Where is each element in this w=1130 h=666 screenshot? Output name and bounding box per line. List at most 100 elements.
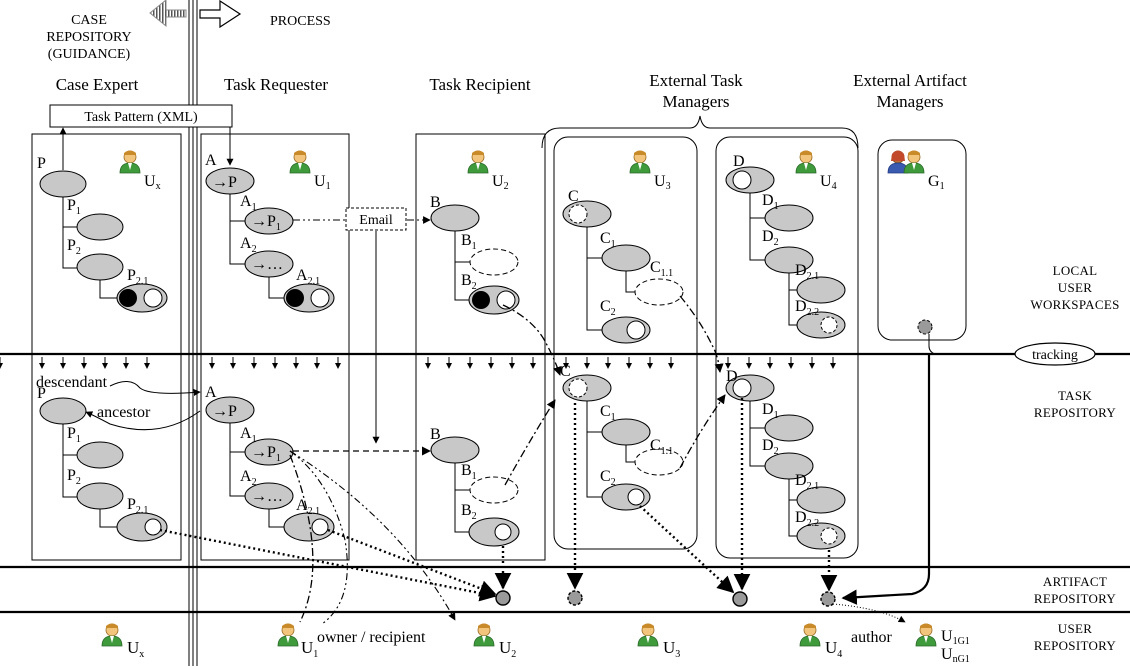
external-task-manager-u4-box — [715, 136, 859, 559]
column-task-requester: Task Requester — [224, 75, 328, 94]
user-u2-repo-label: U2 — [499, 638, 516, 660]
node-p — [39, 170, 87, 198]
user-u2-local-label: U2 — [492, 173, 509, 192]
ext-artifact-tracking-line — [928, 334, 936, 355]
ext-task-manager-u3-local-tree: C C1 C1.1 C2 — [562, 188, 684, 344]
owner-recipient-label: owner / recipient — [317, 629, 426, 646]
svg-text:P1: P1 — [67, 197, 81, 217]
svg-text:C1: C1 — [600, 403, 616, 423]
svg-text:C1: C1 — [600, 230, 616, 250]
guidance-arrow-icon — [149, 0, 187, 28]
user-u1-local-avatar — [289, 150, 311, 174]
artifact-repo-item-1 — [495, 590, 511, 606]
task-recipient-local-tree: B B1 B2 — [430, 194, 520, 315]
label-p2-sub: 2 — [76, 246, 81, 257]
artifact-checked-out-icon — [119, 289, 137, 307]
label-p21-sub: 2.1 — [136, 276, 149, 287]
ancestor-arrow — [85, 410, 201, 431]
descendant-label: descendant — [36, 374, 108, 391]
user-u4-repo-avatar — [799, 623, 821, 647]
author-label: author — [851, 629, 893, 646]
case-repository-line3: (GUIDANCE) — [48, 47, 131, 62]
user-u1-local-label: U1 — [314, 173, 331, 192]
external-task-managers-brace — [541, 115, 859, 149]
svg-text:A2.1: A2.1 — [296, 267, 320, 287]
column-external-task-managers-1: External Task — [649, 71, 743, 90]
node-p1 — [76, 213, 124, 241]
label-p-repo: P — [37, 385, 46, 402]
artifact-links — [159, 398, 838, 602]
user-ux-local-avatar — [119, 150, 141, 174]
layer-task-repo-2: REPOSITORY — [1034, 405, 1117, 420]
svg-text:A: A — [205, 152, 217, 169]
column-external-artifact-managers-2: Managers — [876, 92, 943, 111]
task-requester-box — [200, 133, 350, 561]
task-requester-repo-tree: A →P A1 →P1 A2 →… A2.1 — [205, 384, 335, 542]
node-p2 — [76, 253, 124, 281]
user-u3-repo-avatar — [637, 623, 659, 647]
node-p1-repo — [76, 441, 124, 469]
user-ux-repo-label: Ux — [127, 638, 144, 660]
task-pattern-box — [49, 104, 233, 128]
svg-text:D1: D1 — [762, 192, 779, 212]
svg-text:B: B — [430, 426, 441, 443]
external-artifact-icon — [917, 319, 933, 335]
user-ux-repo-avatar — [101, 623, 123, 647]
ancestor-label: ancestor — [97, 404, 151, 421]
layer-artifact-repo-2: REPOSITORY — [1034, 591, 1117, 606]
svg-text:B: B — [430, 194, 441, 211]
layer-local-1: LOCAL — [1053, 263, 1098, 278]
svg-text:→P: →P — [212, 403, 237, 420]
svg-text:D: D — [733, 153, 745, 170]
process-label: PROCESS — [270, 14, 331, 29]
svg-text:A1: A1 — [240, 425, 257, 445]
label-p: P — [37, 155, 46, 172]
tracking-badge — [1014, 342, 1096, 366]
user-u4-repo-label: U4 — [825, 638, 842, 660]
svg-text:A: A — [205, 384, 217, 401]
svg-text:→…: →… — [251, 256, 283, 273]
layer-task-repo-1: TASK — [1058, 388, 1092, 403]
node-a1 — [244, 207, 294, 235]
layer-local-2: USER — [1058, 280, 1092, 295]
user-ux-local-label: Ux — [144, 173, 161, 192]
svg-text:B1: B1 — [461, 232, 477, 252]
layer-artifact-repo-1: ARTIFACT — [1043, 574, 1107, 589]
svg-text:A2: A2 — [240, 468, 257, 488]
group-g1-avatar-1 — [887, 150, 909, 174]
svg-text:P2: P2 — [67, 467, 81, 487]
svg-text:→P1: →P1 — [251, 213, 281, 233]
artifact-repo-item-3 — [732, 591, 748, 607]
group-g1-avatar-2 — [903, 150, 925, 174]
task-recipient-box — [415, 133, 546, 561]
svg-text:P1: P1 — [67, 425, 81, 445]
svg-text:C2: C2 — [600, 298, 616, 318]
user-u1-repo-avatar — [277, 623, 299, 647]
svg-text:C: C — [560, 363, 571, 380]
user-u3-local-avatar — [629, 150, 651, 174]
external-task-manager-u3-box — [553, 136, 698, 550]
artifact-repo-item-2 — [567, 590, 583, 606]
svg-text:D2: D2 — [762, 228, 779, 248]
node-a2 — [244, 250, 294, 278]
ownership-links — [289, 295, 726, 625]
svg-text:B2: B2 — [461, 502, 477, 522]
column-external-task-managers-2: Managers — [662, 92, 729, 111]
case-expert-repo-tree: P P1 P2 P2.1 — [37, 385, 168, 542]
column-external-artifact-managers-1: External Artifact — [853, 71, 967, 90]
node-p-repo — [39, 397, 87, 425]
tracking-arrows — [0, 356, 837, 370]
svg-text:→P1: →P1 — [251, 444, 281, 464]
svg-text:→…: →… — [251, 488, 283, 505]
artifact-local-icon — [143, 288, 163, 308]
email-label: Email — [359, 213, 393, 228]
user-u1g1-label: U1G1 — [941, 628, 970, 647]
ext-task-manager-u3-repo-tree: C C1 C1.1 C2 — [560, 363, 684, 511]
layer-user-repo-1: USER — [1058, 621, 1092, 636]
svg-text:C2: C2 — [600, 468, 616, 488]
svg-text:C1.1: C1.1 — [650, 259, 673, 279]
task-recipient-repo-tree: B B1 B2 — [430, 426, 520, 547]
user-u2-repo-avatar — [473, 623, 495, 647]
process-arrow-icon — [199, 0, 242, 29]
svg-text:P2.1: P2.1 — [127, 267, 148, 287]
